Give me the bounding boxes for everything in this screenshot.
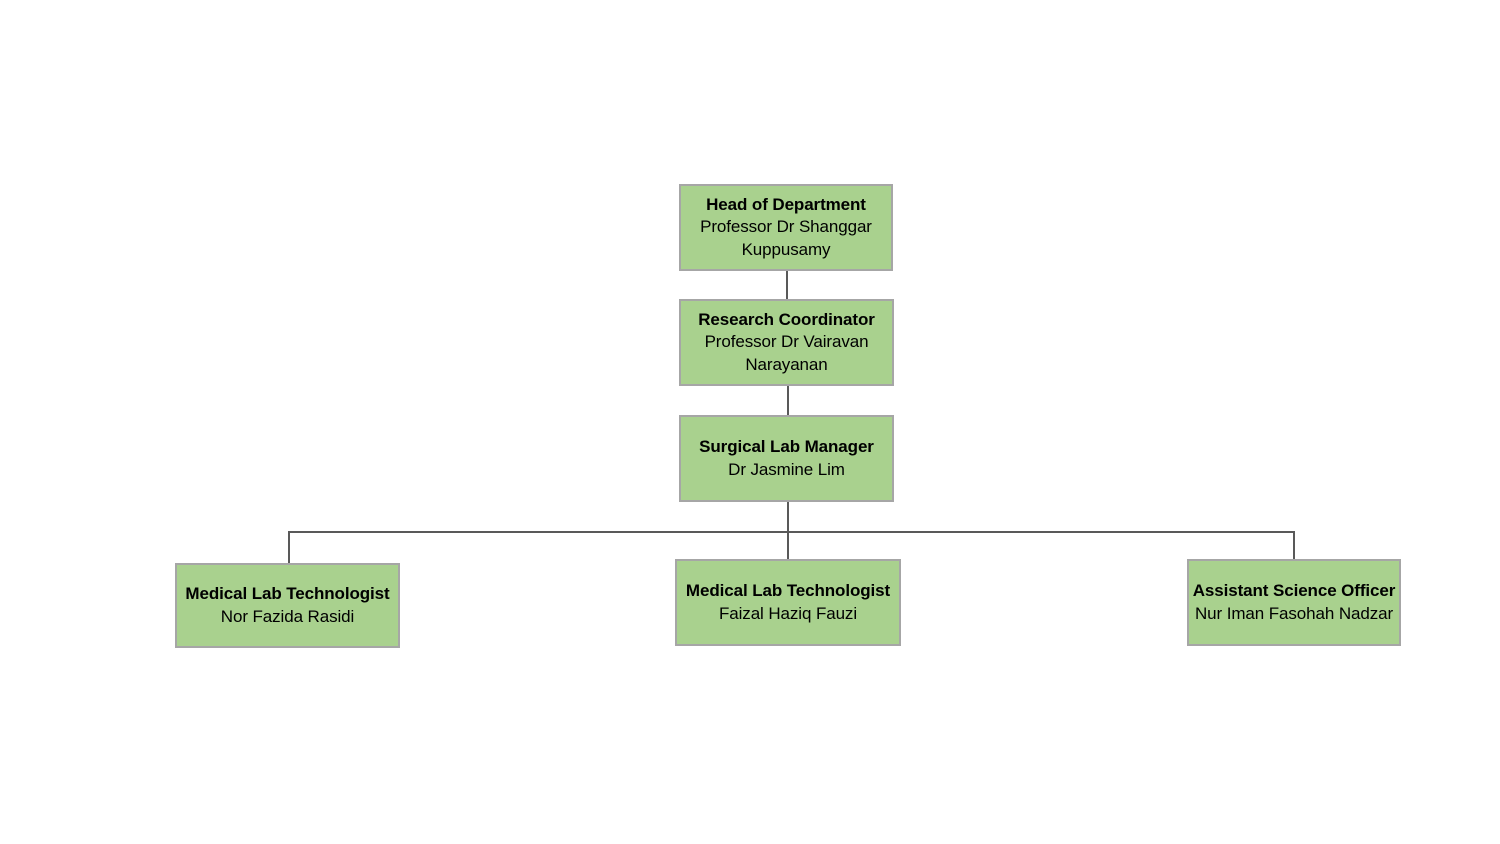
connector-research-coordinator-to-surgical-lab-manager	[787, 386, 789, 415]
org-node-title: Head of Department	[706, 194, 866, 214]
connector-branch-to-mlt-left	[288, 531, 290, 563]
connector-surgical-lab-manager-to-bus	[787, 502, 789, 533]
connector-hod-to-research-coordinator	[786, 271, 788, 299]
org-node-person-name: Professor Dr Shanggar Kuppusamy	[700, 217, 872, 259]
org-node-assistant-science-officer[interactable]: Assistant Science Officer Nur Iman Fasoh…	[1187, 559, 1401, 646]
connector-branch-to-mlt-center	[787, 531, 789, 559]
org-node-title: Research Coordinator	[698, 309, 875, 329]
org-node-person-name: Nur Iman Fasohah Nadzar	[1195, 603, 1394, 623]
org-node-medical-lab-technologist-left[interactable]: Medical Lab Technologist Nor Fazida Rasi…	[175, 563, 400, 648]
connector-horizontal-bus	[288, 531, 1295, 533]
org-node-person-name: Nor Fazida Rasidi	[220, 606, 355, 626]
org-node-head-of-department[interactable]: Head of Department Professor Dr Shanggar…	[679, 184, 893, 271]
org-node-title: Medical Lab Technologist	[185, 584, 390, 604]
org-node-medical-lab-technologist-center[interactable]: Medical Lab Technologist Faizal Haziq Fa…	[675, 559, 901, 646]
org-node-person-name: Dr Jasmine Lim	[728, 459, 845, 479]
org-node-title: Surgical Lab Manager	[699, 437, 874, 457]
org-node-surgical-lab-manager[interactable]: Surgical Lab Manager Dr Jasmine Lim	[679, 415, 894, 502]
org-node-title: Medical Lab Technologist	[685, 581, 891, 601]
org-node-person-name: Faizal Haziq Fauzi	[718, 603, 858, 623]
org-node-person-name: Professor Dr Vairavan Narayanan	[704, 332, 869, 374]
connector-branch-to-assistant-science-officer	[1293, 531, 1295, 559]
org-node-title: Assistant Science Officer	[1192, 581, 1396, 601]
org-node-research-coordinator[interactable]: Research Coordinator Professor Dr Vairav…	[679, 299, 894, 386]
